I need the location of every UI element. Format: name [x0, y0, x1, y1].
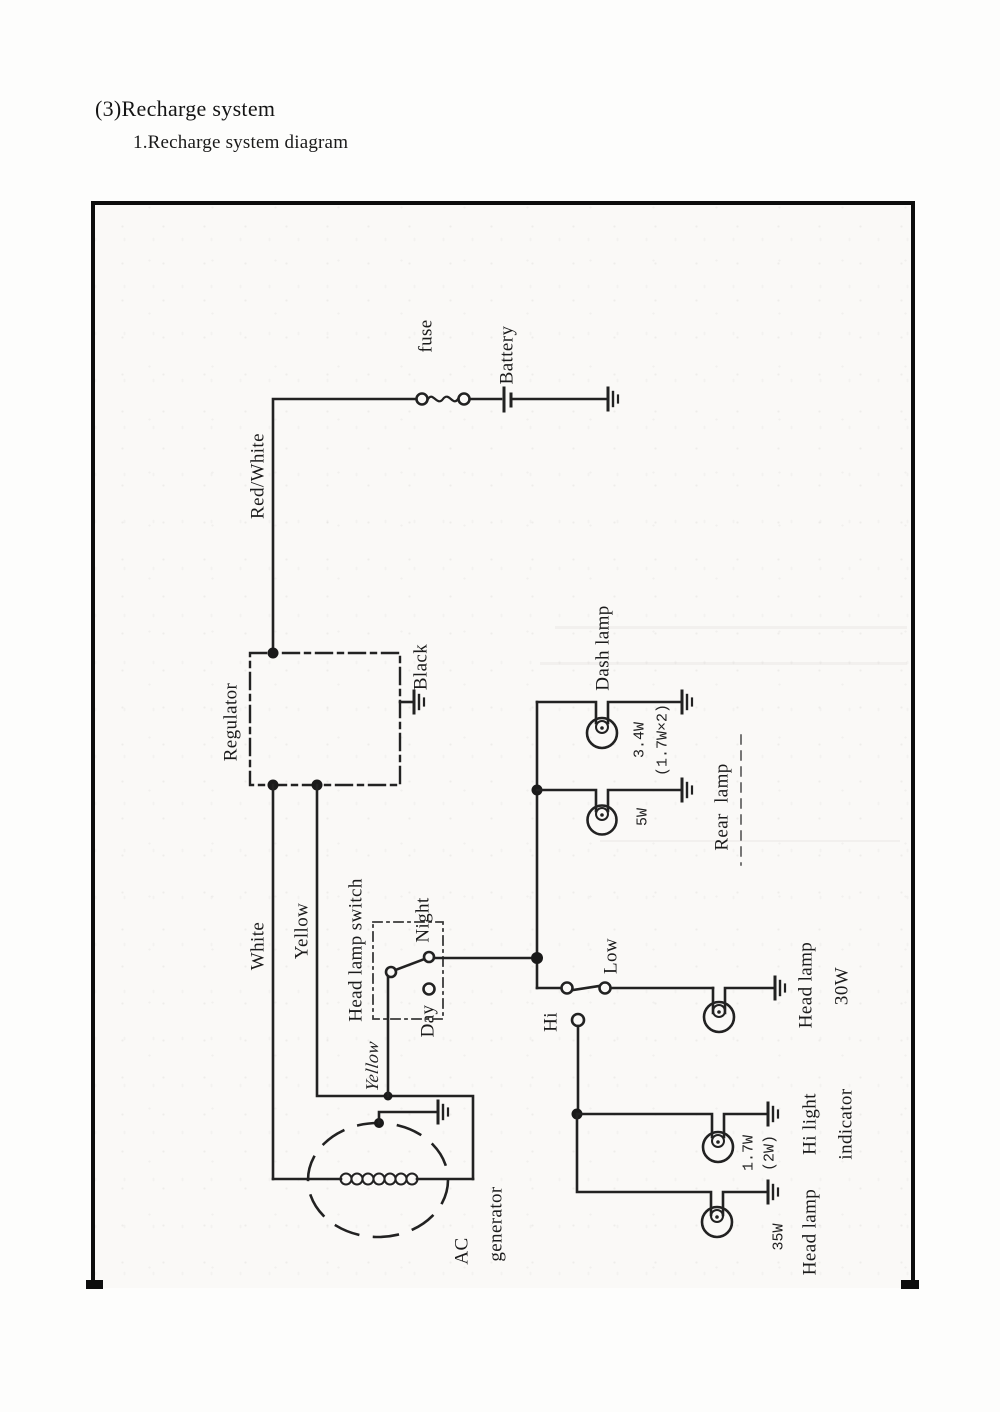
- hi-contact: [570, 1012, 586, 1028]
- junction-dot: [267, 647, 279, 659]
- label-ac: AC: [451, 1237, 473, 1265]
- page-title: (3)Recharge system: [95, 96, 276, 121]
- low-contact-2: [598, 981, 612, 995]
- label-rear-lamp-watt: 5W: [634, 807, 652, 827]
- wire-yellow: [315, 783, 475, 1181]
- label-dash-lamp: Dash lamp: [592, 605, 614, 691]
- label-day: Day: [417, 1004, 439, 1038]
- bulb-head-lamp-35w: [700, 1205, 734, 1239]
- lamp-trunk: [531, 700, 543, 990]
- label-head-lamp-35w: Head lamp: [799, 1188, 821, 1276]
- label-hi-ind-watt-2: (2W): [761, 1134, 779, 1172]
- battery-circuit: [271, 386, 620, 655]
- label-red-white: Red/White: [247, 433, 269, 519]
- bulb-head-lamp-30w: [702, 1000, 736, 1034]
- label-fuse: fuse: [415, 319, 437, 353]
- ground-symbol-dash: [680, 689, 694, 715]
- label-hi-light-2: indicator: [835, 1088, 857, 1160]
- scan-streak: [600, 840, 900, 842]
- label-white: White: [247, 921, 269, 971]
- bulb-hi-indicator: [701, 1130, 735, 1164]
- coil-symbol: [339, 1172, 419, 1186]
- switch-pivot: [384, 965, 398, 979]
- label-head-lamp-30w: Head lamp: [795, 941, 817, 1029]
- label-night: Night: [412, 897, 434, 943]
- hi-branch: [571, 1101, 780, 1239]
- frame-corner-left: [86, 1280, 103, 1289]
- dimmer-switch: [535, 981, 715, 1116]
- ac-generator: [271, 783, 475, 1239]
- low-contact: [560, 981, 574, 995]
- fuse-symbol: [415, 392, 471, 406]
- label-battery: Battery: [496, 325, 518, 385]
- head-lamp-30w-branch: [702, 975, 787, 1034]
- label-rear-lamp: Rear lamp: [711, 763, 733, 851]
- label-dash-lamp-watt-1: 3.4W: [631, 721, 649, 759]
- night-contact: [422, 950, 436, 964]
- scan-streak: [555, 626, 907, 629]
- label-head-lamp-30w-watt: 30W: [831, 966, 853, 1006]
- frame-corner-right: [901, 1280, 919, 1289]
- page-subtitle: 1.Recharge system diagram: [133, 132, 349, 153]
- ground-symbol-battery: [606, 386, 620, 412]
- label-regulator: Regulator: [220, 682, 242, 762]
- ground-symbol-35w: [766, 1179, 780, 1205]
- regulator-box: [248, 647, 426, 791]
- label-yellow-handwritten: Yellow: [362, 1039, 382, 1093]
- dash-lamp-branch: [535, 689, 694, 750]
- label-yellow: Yellow: [291, 902, 313, 960]
- diagram-frame: [91, 201, 915, 1288]
- label-generator: generator: [485, 1186, 507, 1262]
- ground-symbol-30w: [773, 975, 787, 1001]
- junction-dot: [531, 952, 543, 964]
- bulb-rear-lamp: [586, 804, 618, 836]
- label-hi-ind-watt-1: 1.7W: [740, 1134, 758, 1172]
- ground-symbol-hi-indicator: [766, 1101, 780, 1127]
- ground-symbol-rear: [680, 777, 694, 803]
- label-head-lamp-35w-watt: 35W: [770, 1223, 788, 1251]
- label-low: Low: [600, 937, 622, 975]
- label-hi: Hi: [540, 1012, 562, 1032]
- ground-symbol-generator: [436, 1099, 450, 1125]
- label-hi-light-1: Hi light: [799, 1093, 821, 1155]
- label-black: Black: [410, 643, 432, 691]
- rear-lamp-branch: [535, 734, 742, 866]
- bulb-dash-lamp: [585, 716, 619, 750]
- label-head-lamp-switch: Head lamp switch: [345, 878, 367, 1022]
- dimmer-arm: [571, 984, 601, 992]
- ground-symbol-black: [412, 689, 426, 715]
- label-dash-lamp-watt-2: (1.7W×2): [654, 703, 672, 777]
- scan-streak: [540, 662, 907, 665]
- switch-arm: [393, 957, 427, 972]
- day-contact: [422, 982, 436, 996]
- head-lamp-switch: [372, 921, 539, 1098]
- battery-symbol: [502, 386, 513, 413]
